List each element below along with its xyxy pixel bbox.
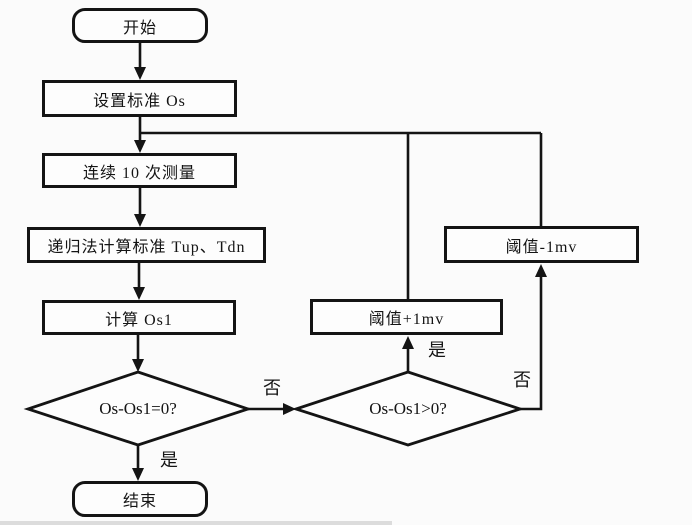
node-end-label: 结束 [122,493,157,510]
arrowhead-up-icon [535,264,547,277]
node-threshold-minus-label: 阈值-1mv [505,238,578,256]
arrowhead-down-icon [134,140,146,153]
decision-gt-diamond [291,370,525,447]
node-threshold-plus-label: 阈值+1mv [368,311,445,328]
arrowhead-up-icon [402,336,414,349]
edge-label-eq-yes: 是 [160,450,178,470]
arrowhead-right-icon [283,403,296,415]
decision-eq-label: Os-Os1=0? [99,399,177,418]
node-set-standard: 设置标准 Os [42,80,237,117]
node-measure-label: 连续 10 次测量 [82,164,196,182]
decision-gt-label: Os-Os1>0? [369,399,447,418]
node-recursive: 递归法计算标准 Tup、Tdn [27,227,266,263]
edge-gt-no [520,276,543,411]
arrowhead-down-icon [134,214,146,227]
edge-label-gt-yes: 是 [428,340,446,360]
node-start-label: 开始 [122,19,157,37]
arrowhead-down-icon [133,287,145,300]
arrowhead-down-icon [132,468,144,481]
node-end: 结束 [72,481,208,517]
edge-label-eq-no: 否 [263,378,281,398]
arrowhead-down-icon [132,359,144,372]
arrowhead-down-icon [134,67,146,80]
edge-label-gt-no: 否 [513,370,531,390]
node-set-standard-label: 设置标准 Os [93,92,186,110]
node-recursive-label: 递归法计算标准 Tup、Tdn [47,239,246,256]
node-threshold-minus: 阈值-1mv [444,226,639,263]
node-threshold-plus: 阈值+1mv [310,299,503,335]
node-start: 开始 [72,8,208,43]
scan-artifact-strip [0,521,392,525]
node-calc-os1-label: 计算 Os1 [105,311,173,329]
node-calc-os1: 计算 Os1 [42,300,236,335]
node-measure: 连续 10 次测量 [42,153,237,188]
